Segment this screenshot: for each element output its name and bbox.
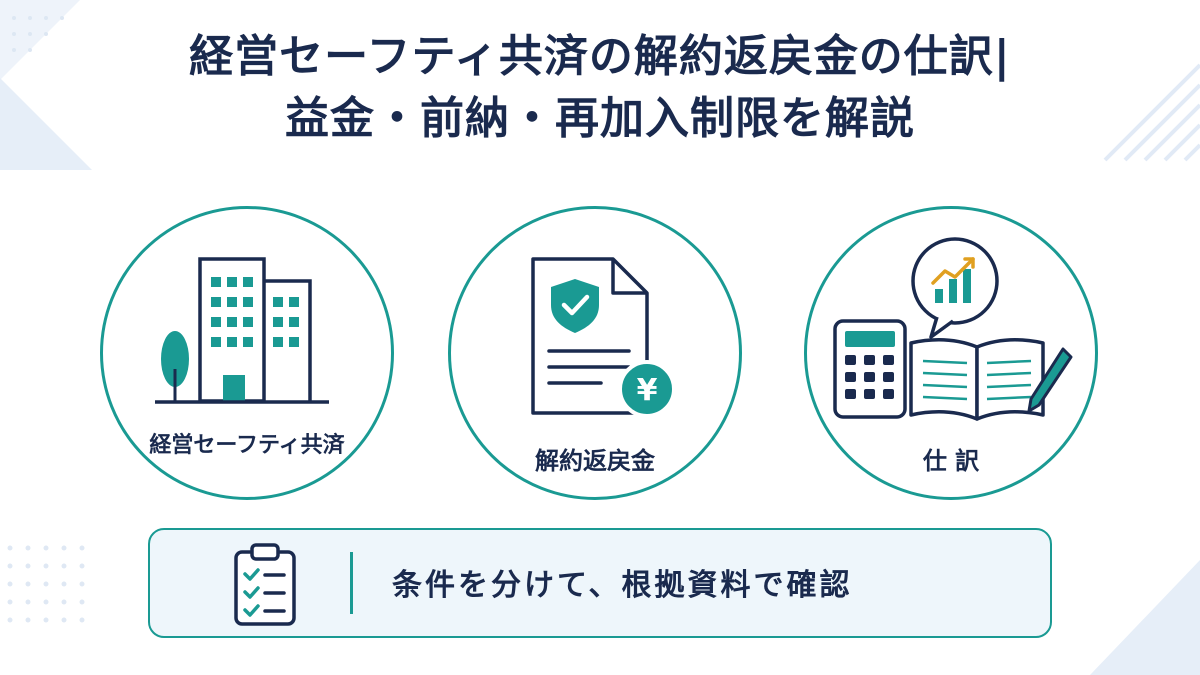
circle-label-journal: 仕 訳: [922, 447, 980, 475]
calculator-ledger-icon: [833, 237, 1073, 421]
title-line-1: 経営セーフティ共済の解約返戻金の仕訳|: [189, 31, 1011, 82]
title-line-2: 益金・前納・再加入制限を解説: [285, 93, 915, 144]
clipboard-checklist-icon: [234, 543, 296, 626]
box-divider: [350, 552, 353, 614]
svg-text:¥: ¥: [637, 373, 658, 408]
topic-circle-journal: 仕 訳: [804, 206, 1098, 500]
circle-label-mutual-aid: 経営セーフティ共済: [149, 433, 345, 458]
page-title: 経営セーフティ共済の解約返戻金の仕訳| 益金・前納・再加入制限を解説: [0, 26, 1200, 150]
summary-box: 条件を分けて、根拠資料で確認: [148, 528, 1052, 638]
office-building-icon: [155, 257, 329, 404]
document-yen-icon: ¥: [531, 257, 676, 418]
circle-label-refund: 解約返戻金: [535, 447, 655, 475]
topic-circle-refund: ¥ 解約返戻金: [448, 206, 742, 500]
topic-circle-mutual-aid: 経営セーフティ共済: [100, 206, 394, 500]
summary-message: 条件を分けて、根拠資料で確認: [392, 568, 853, 603]
